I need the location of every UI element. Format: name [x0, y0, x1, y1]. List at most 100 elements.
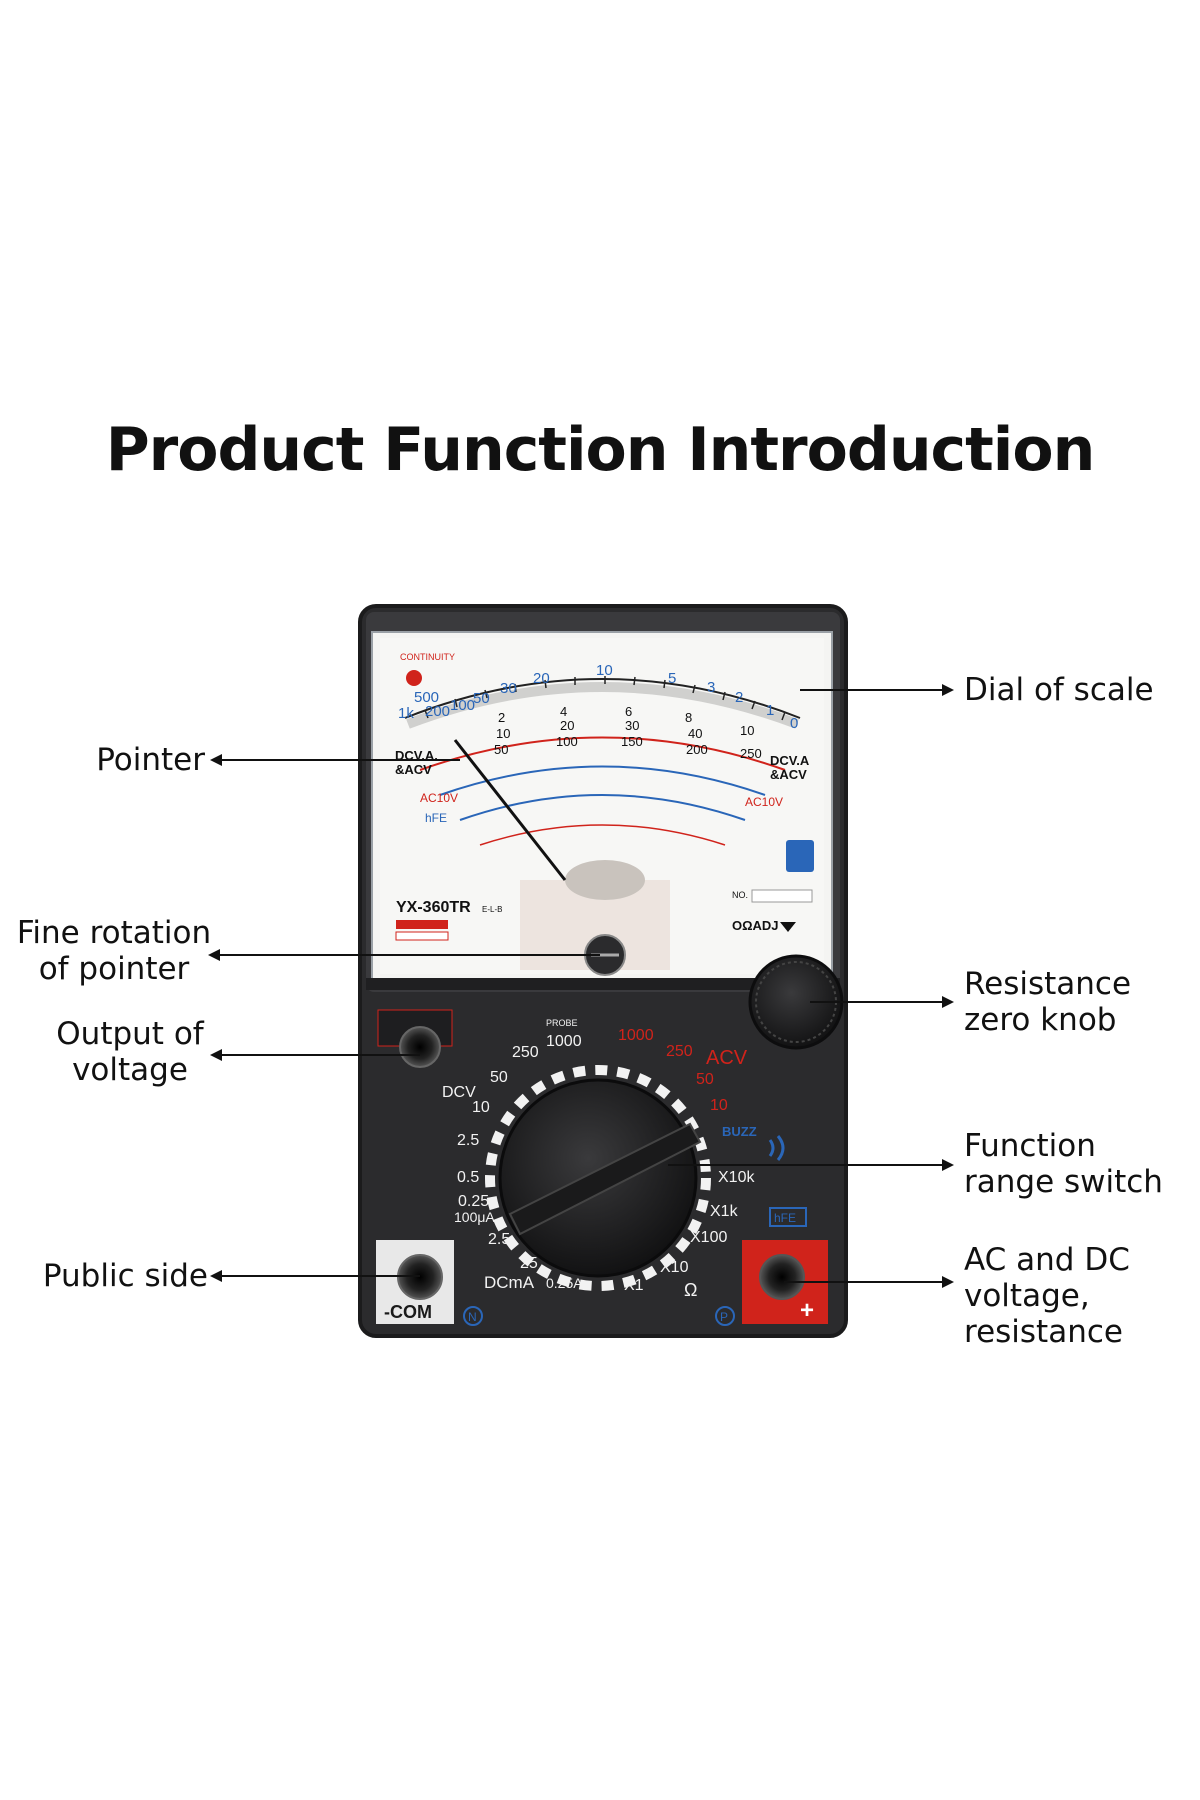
dial-label-x1k: X1k — [710, 1203, 739, 1220]
svg-text:10: 10 — [596, 662, 613, 679]
acv-right-label: &ACV — [770, 767, 807, 782]
ohm-scale: 1k 500 200 100 50 30 20 10 5 3 2 1 0 — [398, 662, 798, 732]
svg-text:50: 50 — [494, 742, 508, 757]
callout-public-side: Public side — [0, 1258, 208, 1294]
acv-1000-label: 1000 — [618, 1027, 654, 1044]
svg-text:3: 3 — [707, 679, 715, 696]
buzz-label: BUZZ — [722, 1124, 757, 1139]
svg-text:200: 200 — [686, 742, 708, 757]
svg-text:0: 0 — [790, 715, 798, 732]
dial-label-dcma: DCmA — [484, 1273, 535, 1292]
svg-text:100: 100 — [556, 734, 578, 749]
acv-50-label: 50 — [696, 1071, 714, 1088]
plus-label: + — [800, 1297, 814, 1324]
callout-resistance-zero-line2: zero knob — [964, 1002, 1117, 1038]
callout-fine-rotation: Fine rotation of pointer — [0, 915, 228, 987]
svg-text:8: 8 — [685, 710, 692, 725]
svg-text:100: 100 — [450, 697, 475, 714]
callout-public-side-text: Public side — [42, 1258, 208, 1294]
svg-text:20: 20 — [533, 670, 550, 687]
acv-250-label: 250 — [666, 1043, 693, 1060]
callout-resistance-zero-line1: Resistance — [964, 966, 1132, 1002]
serial-no-label: NO. — [732, 890, 748, 900]
svg-text:10: 10 — [740, 723, 754, 738]
callout-dial-of-scale: Dial of scale — [964, 672, 1154, 708]
svg-text:2: 2 — [498, 710, 505, 725]
dial-label-ma-2-5: 2.5 — [488, 1231, 510, 1248]
svg-text:40: 40 — [688, 726, 702, 741]
dial-label-1000: 1000 — [546, 1033, 582, 1050]
callout-ac-dc-line1: AC and DC — [964, 1242, 1130, 1278]
p-mark: P — [720, 1310, 728, 1324]
dial-label-250: 250 — [512, 1044, 539, 1061]
callout-ac-dc: AC and DC voltage, resistance — [964, 1242, 1130, 1350]
callout-output-voltage: Output of voltage — [40, 1016, 220, 1088]
dial-label-dcv: DCV — [442, 1084, 476, 1101]
ohm-adj-label: OΩADJ — [732, 918, 779, 933]
continuity-label: CONTINUITY — [400, 652, 455, 662]
callout-function-range-line1: Function — [964, 1128, 1096, 1164]
dc-scale: 2 4 6 8 10 10 20 30 40 50 100 150 200 25… — [494, 704, 762, 761]
callout-pointer-text: Pointer — [96, 742, 205, 778]
callout-ac-dc-line2: voltage, — [964, 1278, 1090, 1314]
dcv-a-right-label: DCV.A — [770, 753, 810, 768]
output-voltage-jack[interactable] — [377, 1009, 453, 1068]
acv-left-label: &ACV — [395, 762, 432, 777]
ac10v-right-label: AC10V — [745, 795, 783, 809]
page-title: Product Function Introduction — [105, 415, 1096, 485]
svg-text:1: 1 — [766, 702, 774, 719]
dial-label-2-5: 2.5 — [457, 1132, 479, 1149]
dial-label-0-25: 0.25 — [458, 1193, 489, 1210]
model-name: YX-360TR — [396, 899, 471, 916]
callout-resistance-zero: Resistance zero knob — [964, 966, 1131, 1038]
svg-text:5: 5 — [668, 670, 676, 687]
svg-text:500: 500 — [414, 689, 439, 706]
svg-text:250: 250 — [740, 746, 762, 761]
svg-text:20: 20 — [560, 718, 574, 733]
svg-text:6: 6 — [625, 704, 632, 719]
dial-label-x10k: X10k — [718, 1169, 755, 1186]
callout-output-voltage-line1: Output of — [56, 1016, 204, 1052]
buzzer-icon — [768, 1135, 785, 1161]
n-mark: N — [468, 1310, 477, 1324]
dial-label-100ua: 100μA — [454, 1209, 495, 1225]
dial-of-scale: CONTINUITY 1k 500 200 100 50 30 20 10 5 … — [371, 631, 833, 981]
svg-text:2: 2 — [735, 689, 743, 706]
callout-fine-rotation-line2: of pointer — [38, 951, 190, 987]
acv-label: ACV — [706, 1047, 748, 1069]
com-label: -COM — [384, 1302, 432, 1322]
svg-text:150: 150 — [621, 734, 643, 749]
callout-output-voltage-line2: voltage — [72, 1052, 188, 1088]
dial-label-x100: X100 — [690, 1229, 727, 1246]
svg-text:1k: 1k — [398, 705, 414, 722]
hfe-socket[interactable] — [769, 1207, 807, 1227]
svg-text:30: 30 — [625, 718, 639, 733]
callout-function-range: Function range switch — [964, 1128, 1163, 1200]
serial-no-field — [751, 889, 813, 903]
certification-logo — [786, 840, 814, 872]
model-suffix: E-L-B — [482, 905, 502, 914]
svg-text:10: 10 — [496, 726, 510, 741]
svg-text:4: 4 — [560, 704, 567, 719]
svg-text:30: 30 — [500, 680, 517, 697]
svg-text:50: 50 — [473, 690, 490, 707]
svg-text:200: 200 — [425, 703, 450, 720]
acv-10-label: 10 — [710, 1097, 728, 1114]
callout-dial-of-scale-text: Dial of scale — [964, 672, 1154, 708]
ac10v-left-label: AC10V — [420, 791, 458, 805]
hfe-scale-label: hFE — [425, 811, 447, 825]
callout-fine-rotation-line1: Fine rotation — [16, 915, 212, 951]
dial-label-50: 50 — [490, 1069, 508, 1086]
callout-ac-dc-line3: resistance — [964, 1314, 1123, 1350]
callout-function-range-line2: range switch — [964, 1164, 1163, 1200]
dial-label-ohm: Ω — [684, 1280, 697, 1300]
continuity-led — [406, 670, 422, 686]
dial-label-0-5: 0.5 — [457, 1169, 479, 1186]
pointer-needle — [453, 739, 567, 881]
callout-pointer: Pointer — [0, 742, 205, 778]
dial-label-10: 10 — [472, 1099, 490, 1116]
function-range-switch[interactable] — [485, 1065, 711, 1291]
hfe-socket-label: hFE — [774, 1211, 796, 1225]
probe-label: PROBE — [546, 1018, 578, 1028]
